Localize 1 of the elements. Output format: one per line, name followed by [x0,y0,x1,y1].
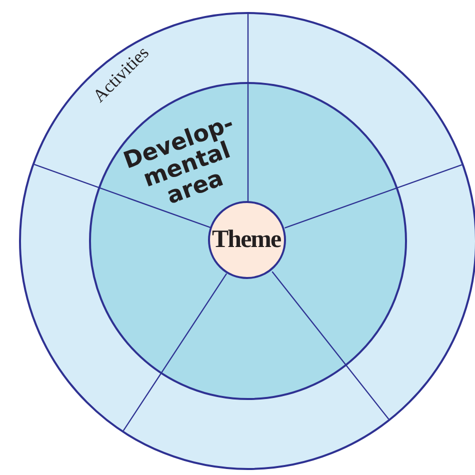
center-label: Theme [212,226,281,253]
